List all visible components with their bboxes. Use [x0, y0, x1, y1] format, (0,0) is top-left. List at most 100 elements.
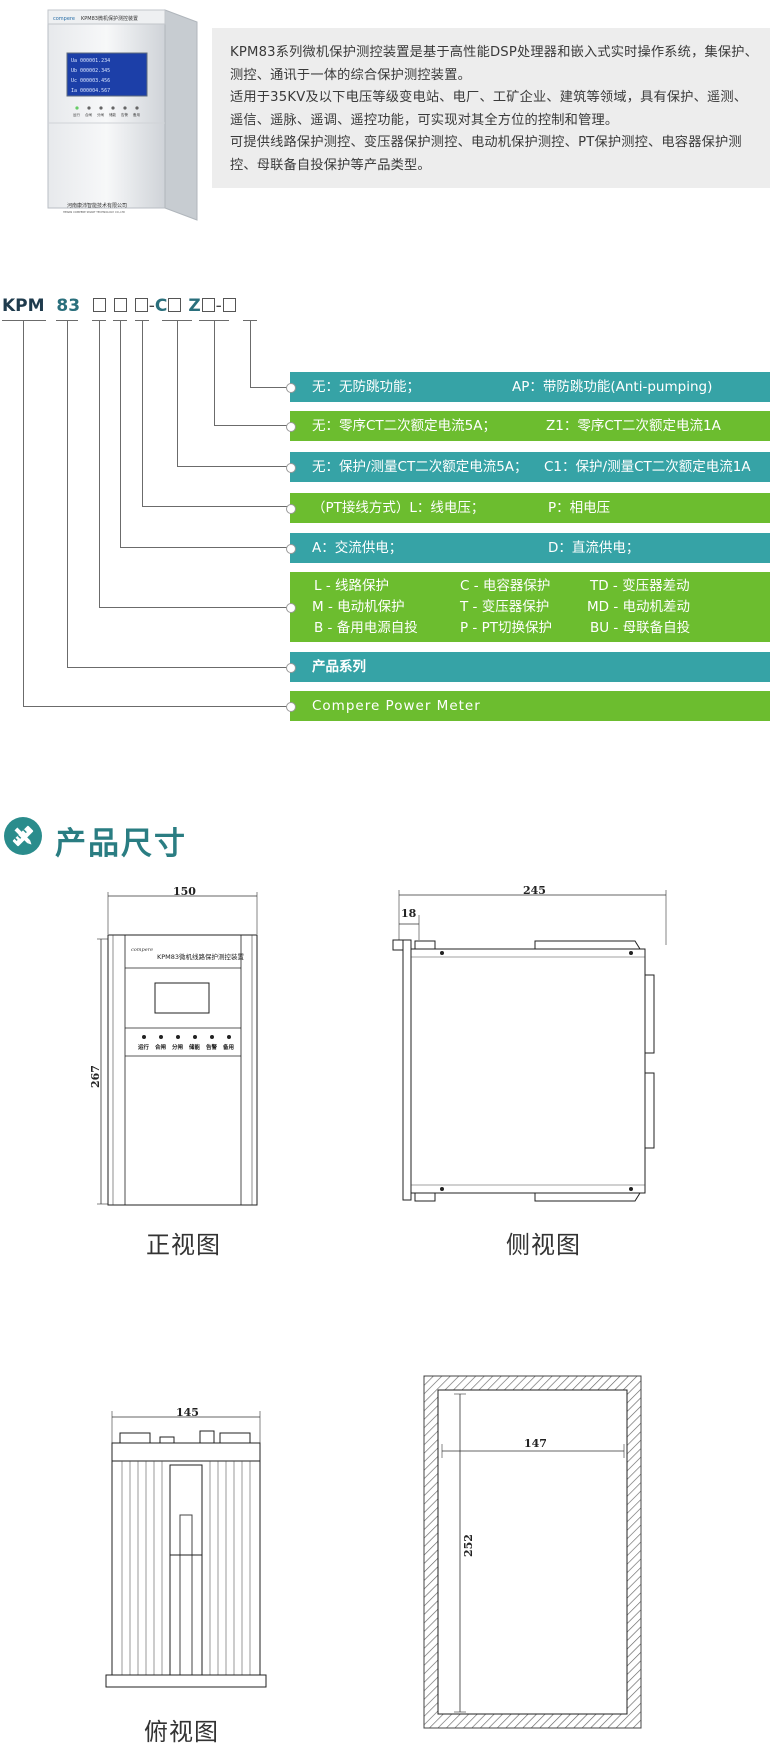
- h-connector-series: [67, 667, 290, 668]
- connector-z: [214, 320, 215, 425]
- device-maker: 河南康沛智能技术有限公司: [67, 202, 127, 209]
- h-connector-brand: [23, 706, 290, 707]
- bar-dot: [286, 383, 296, 393]
- code-letter-c: C: [154, 296, 168, 316]
- intro-paragraph-1: KPM83系列微机保护测控装置是基于高性能DSP处理器和嵌入式实时操作系统，集保…: [230, 45, 759, 83]
- device-leds: [75, 106, 139, 110]
- series-label: 产品系列: [312, 659, 366, 675]
- front-led-label-2: 合闸: [155, 1043, 167, 1051]
- option-bar-power-supply: A：交流供电； D：直流供电；: [286, 533, 770, 563]
- code-box-anti-pumping: [222, 298, 236, 312]
- underline-kpm: [2, 320, 46, 321]
- front-led-label-3: 分闸: [172, 1043, 184, 1051]
- screen-line-1: Ua 000001.234: [71, 58, 110, 64]
- bar-dot: [286, 504, 296, 514]
- option-bar-product-type: L - 线路保护 C - 电容器保护 TD - 变压器差动 M - 电动机保护 …: [286, 572, 770, 642]
- front-height-label: 267: [89, 1065, 102, 1088]
- front-panel-title: KPM83微机线路保护测控装置: [157, 952, 245, 961]
- connector-series: [67, 320, 68, 667]
- anti-pumping-ap: AP：带防跳功能(Anti-pumping): [512, 379, 713, 395]
- top-width-label: 145: [176, 1406, 199, 1419]
- bar-dot: [286, 544, 296, 554]
- ct-1a: C1：保护/测量CT二次额定电流1A: [544, 459, 751, 475]
- side-depth-label: 245: [523, 884, 546, 897]
- connector-type: [99, 320, 100, 607]
- front-led-label-1: 运行: [138, 1043, 150, 1051]
- intro-text-background: [212, 28, 770, 188]
- code-box-zero-ct: [201, 298, 215, 312]
- side-flange-label: 18: [401, 907, 417, 920]
- ruler-pencil-icon: [4, 817, 42, 855]
- top-view-drawing: 145: [105, 1406, 267, 1688]
- section-title: 产品尺寸: [55, 826, 187, 862]
- zero-ct-5a: 无：零序CT二次额定电流5A；: [312, 418, 496, 434]
- cutout-height-label: 252: [462, 1534, 475, 1557]
- bar-dot: [286, 422, 296, 432]
- type-transformer: T - 变压器保护: [460, 599, 550, 615]
- zero-ct-1a: Z1：零序CT二次额定电流1A: [546, 418, 721, 434]
- device-brand: compere: [53, 16, 75, 22]
- h-connector-z: [214, 425, 290, 426]
- code-box-pt: [134, 298, 148, 312]
- pt-line-voltage: （PT接线方式）L：线电压；: [312, 500, 485, 516]
- front-led-label-4: 储能: [188, 1043, 201, 1051]
- type-motor-diff: MD - 电动机差动: [587, 599, 690, 615]
- code-dash-2: -: [215, 296, 222, 316]
- bar-dot: [286, 663, 296, 673]
- h-connector-c: [177, 466, 290, 467]
- device-led-1: 运行: [73, 112, 80, 117]
- device-photo: compere KPM83微机保护测控装置 Ua 000001.234 Ub 0…: [47, 9, 198, 221]
- h-connector-ap: [250, 387, 290, 388]
- front-led-label-5: 告警: [206, 1043, 218, 1051]
- type-transformer-diff: TD - 变压器差动: [590, 578, 690, 594]
- power-dc: D：直流供电；: [548, 540, 640, 556]
- screen-line-3: Uc 000003.456: [71, 78, 110, 84]
- device-maker-en: HENAN COMPERE SMART TECHNOLOGY CO.,LTD: [63, 210, 125, 214]
- ct-5a: 无：保护/测量CT二次额定电流5A；: [312, 459, 528, 475]
- front-panel-brand: compere: [131, 947, 153, 953]
- code-box-type: [92, 298, 106, 312]
- bar-dot: [286, 603, 296, 613]
- intro-description: KPM83系列微机保护测控装置是基于高性能DSP处理器和嵌入式实时操作系统，集保…: [230, 42, 760, 177]
- cutout-width-label: 147: [524, 1437, 547, 1450]
- option-bar-series: 产品系列: [286, 652, 770, 682]
- screen-line-2: Ub 000002.345: [71, 68, 110, 74]
- connector-c: [177, 320, 178, 466]
- type-pt-switch: P - PT切换保护: [460, 620, 552, 636]
- front-view-label: 正视图: [146, 1231, 221, 1259]
- front-led-label-6: 备用: [222, 1043, 234, 1051]
- model-prefix: KPM: [2, 296, 45, 316]
- brand-label: Compere Power Meter: [312, 698, 481, 714]
- code-box-ct: [168, 298, 182, 312]
- device-led-6: 备用: [133, 112, 140, 117]
- model-code: KPM 83 -C Z-: [2, 296, 237, 316]
- code-letter-z: Z: [188, 296, 201, 316]
- intro-paragraph-3: 可提供线路保护测控、变压器保护测控、电动机保护测控、PT保护测控、电容器保护测控…: [230, 135, 742, 173]
- type-line: L - 线路保护: [314, 578, 389, 594]
- pt-phase-voltage: P：相电压: [548, 500, 611, 516]
- h-connector-power: [120, 547, 290, 548]
- bar-dot: [286, 463, 296, 473]
- device-led-2: 合闸: [85, 112, 92, 117]
- device-led-4: 储能: [109, 112, 116, 117]
- option-bar-ct: 无：保护/测量CT二次额定电流5A； C1：保护/测量CT二次额定电流1A: [286, 452, 770, 482]
- type-capacitor: C - 电容器保护: [460, 578, 551, 594]
- option-bar-anti-pumping: 无：无防跳功能； AP：带防跳功能(Anti-pumping): [286, 372, 770, 402]
- intro-paragraph-2: 适用于35KV及以下电压等级变电站、电厂、工矿企业、建筑等领域，具有保护、遥测、…: [230, 90, 748, 128]
- option-bar-pt-wiring: （PT接线方式）L：线电压； P：相电压: [286, 493, 770, 523]
- power-ac: A：交流供电；: [312, 540, 403, 556]
- bar-dot: [286, 702, 296, 712]
- connector-pt: [142, 320, 143, 506]
- model-series-code: 83: [56, 296, 81, 316]
- side-view-drawing: 245 18: [392, 884, 667, 1202]
- device-title: KPM83微机保护测控装置: [81, 15, 138, 22]
- code-box-power: [113, 298, 127, 312]
- option-bar-brand: Compere Power Meter: [286, 691, 770, 721]
- device-led-5: 告警: [121, 112, 128, 117]
- panel-cutout-drawing: 252 147: [423, 1375, 642, 1729]
- device-led-3: 分闸: [97, 112, 104, 117]
- side-view-label: 侧视图: [506, 1231, 581, 1259]
- top-view-label: 俯视图: [144, 1718, 219, 1746]
- connector-brand: [23, 320, 24, 706]
- h-connector-pt: [142, 506, 290, 507]
